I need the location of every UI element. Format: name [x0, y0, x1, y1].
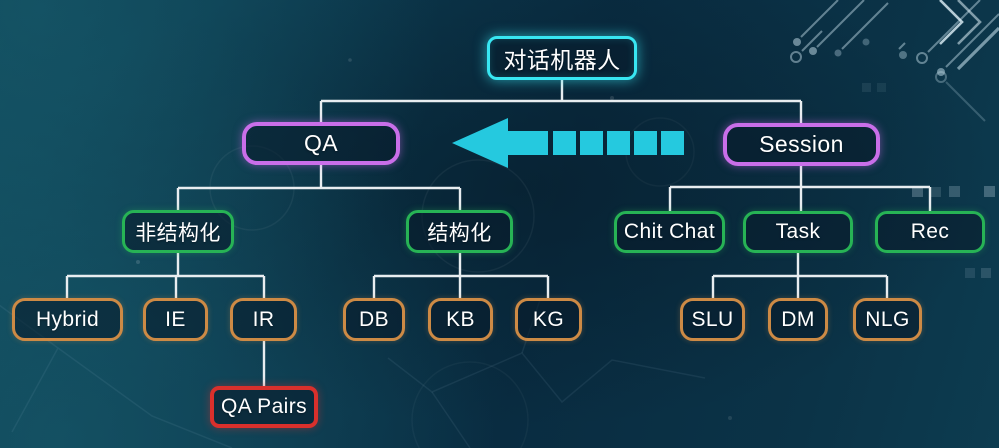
node-root: 对话机器人 — [487, 36, 637, 80]
node-session: Session — [723, 123, 880, 166]
node-kg: KG — [515, 298, 582, 341]
node-rec: Rec — [875, 211, 985, 253]
node-ie: IE — [143, 298, 208, 341]
node-qa: QA — [242, 122, 400, 165]
pixel-squares-decoration — [862, 83, 995, 278]
node-db: DB — [343, 298, 405, 341]
node-nlg: NLG — [853, 298, 922, 341]
node-structured: 结构化 — [406, 210, 513, 253]
node-unstructured: 非结构化 — [122, 210, 234, 253]
node-chit-chat: Chit Chat — [614, 211, 725, 253]
node-task: Task — [743, 211, 853, 253]
node-ir: IR — [230, 298, 297, 341]
node-slu: SLU — [680, 298, 745, 341]
circuit-traces-top-right — [790, 0, 999, 122]
node-kb: KB — [428, 298, 493, 341]
node-qa-pairs: QA Pairs — [210, 386, 318, 428]
node-hybrid: Hybrid — [12, 298, 123, 341]
chevron-decoration — [939, 0, 999, 71]
node-dm: DM — [768, 298, 828, 341]
